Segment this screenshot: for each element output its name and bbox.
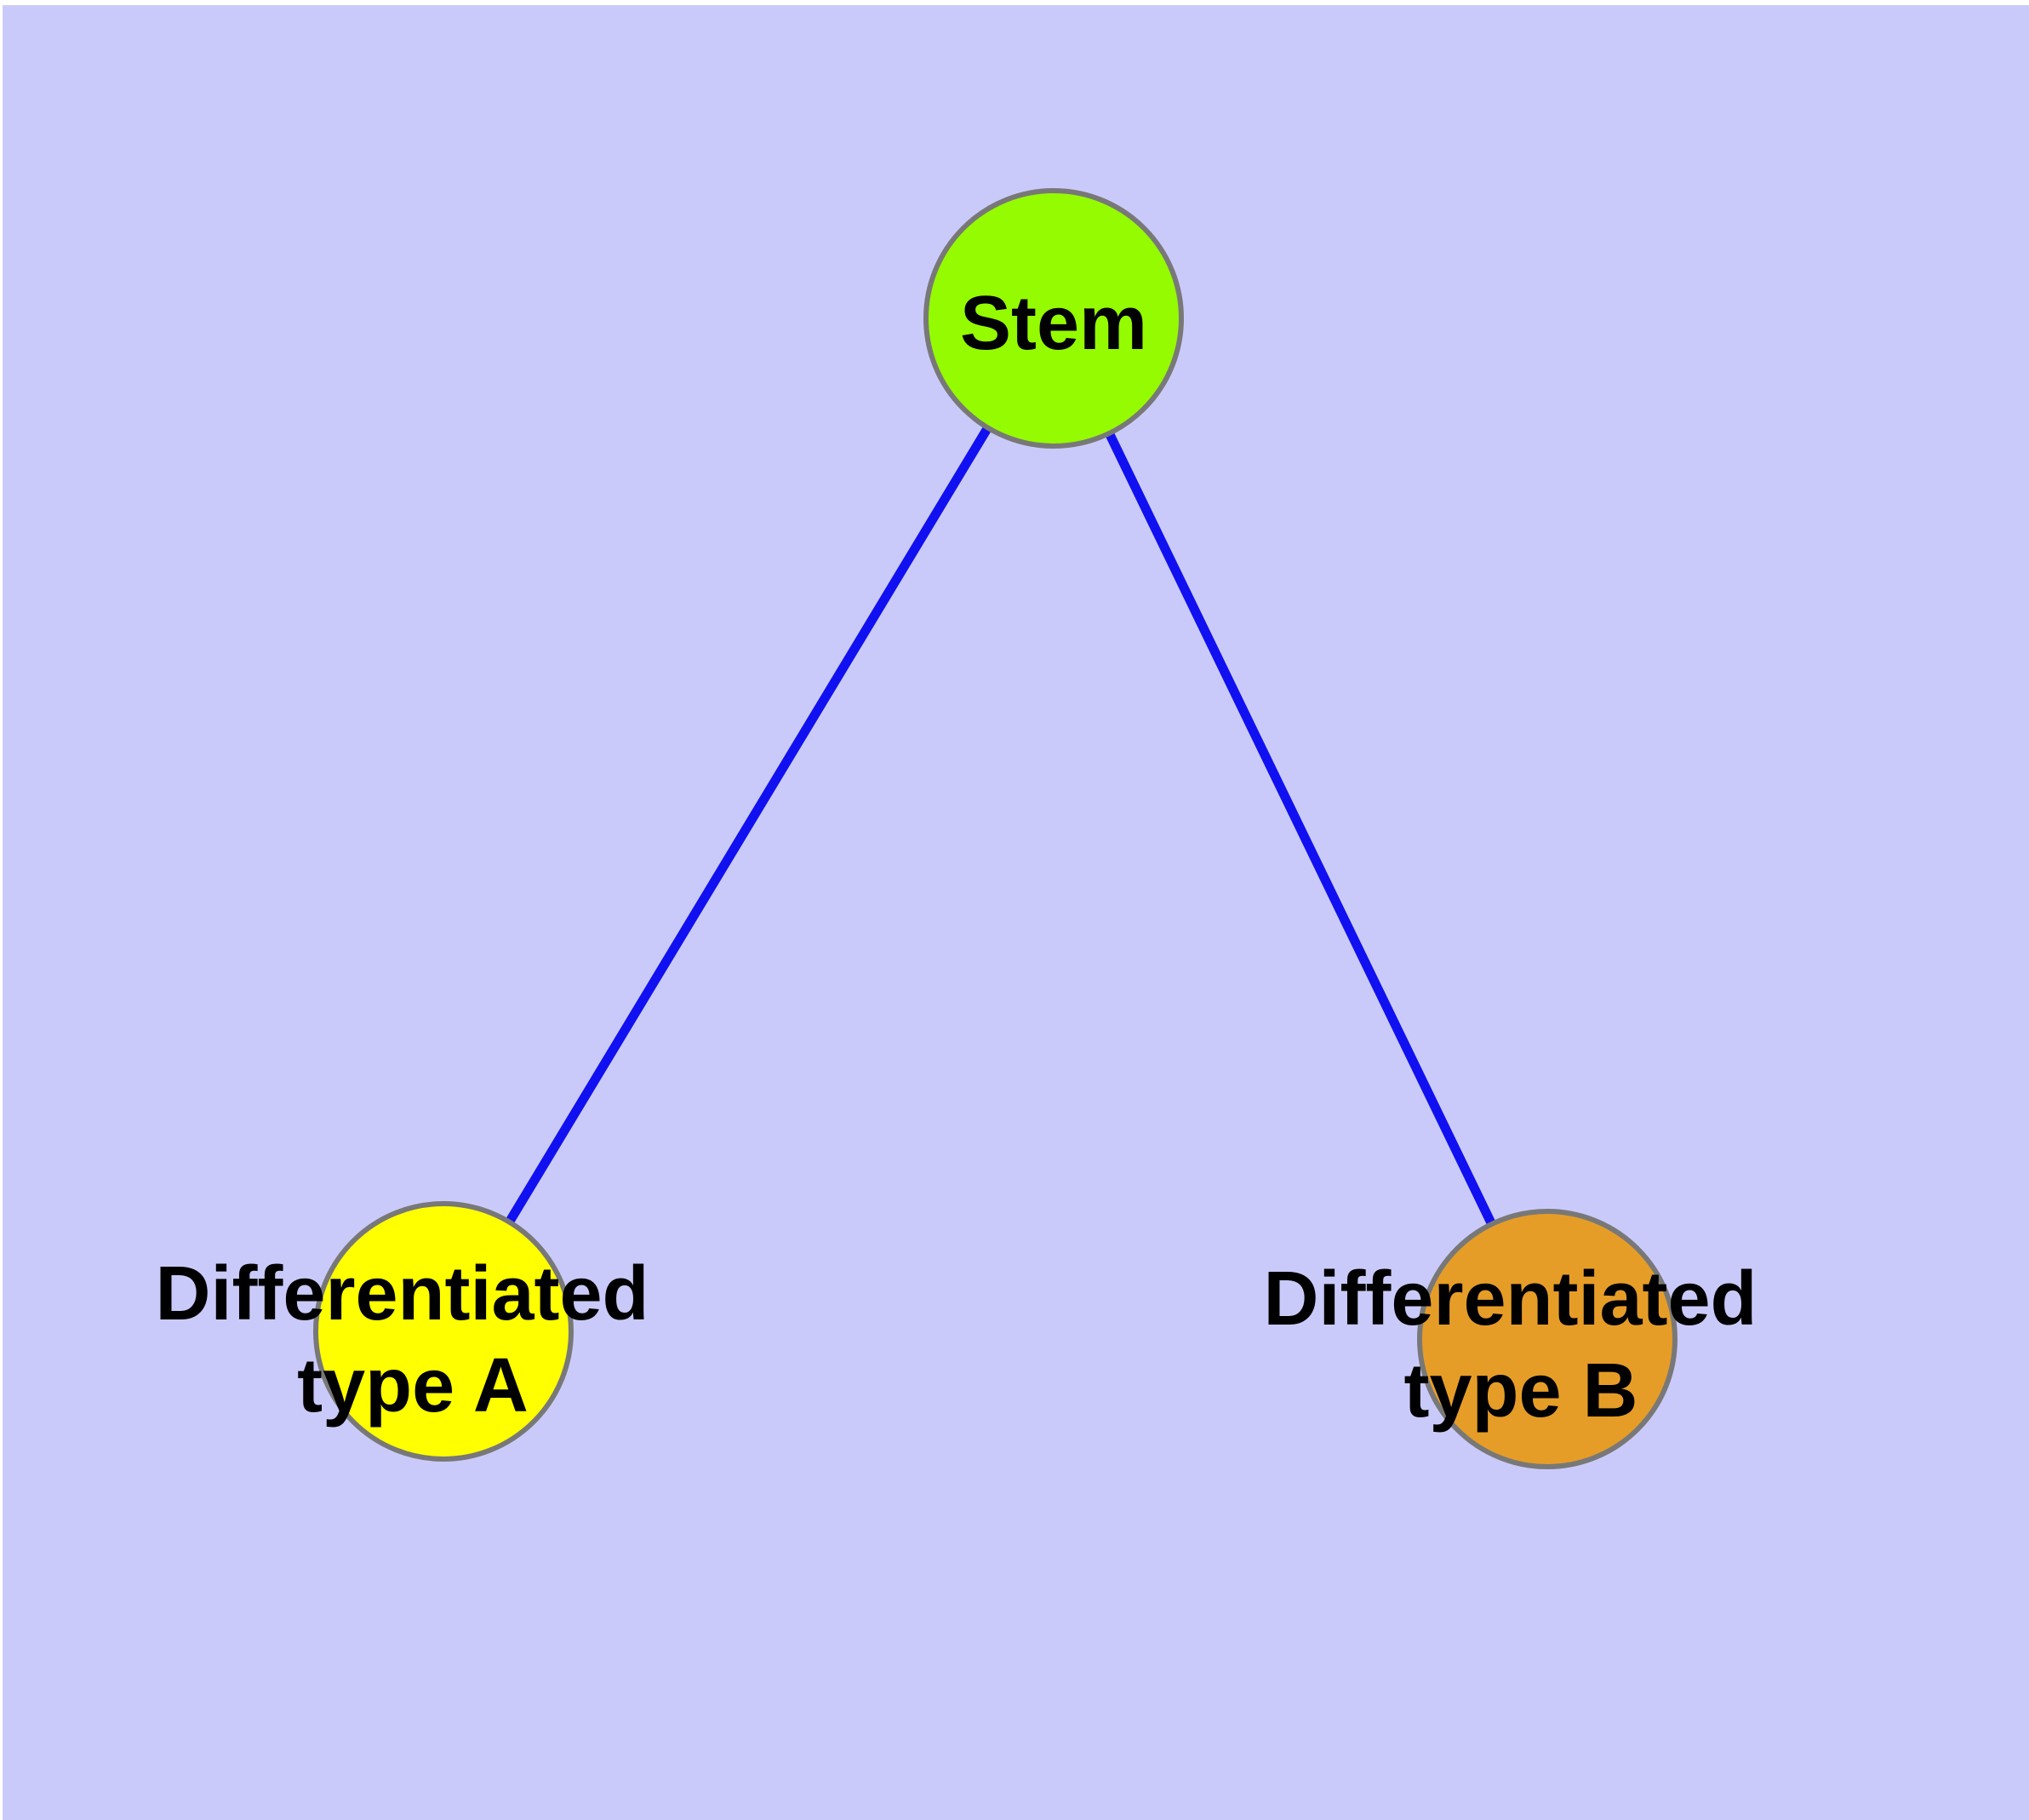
- node-differentiated-type-a: Differentiated type A: [155, 1201, 670, 1462]
- stem-node-label: Stem: [960, 281, 1147, 366]
- node-differentiated-type-b: Differentiated type B: [1263, 1209, 1778, 1469]
- edges: [439, 316, 1552, 1342]
- type-a-node-label: Differentiated type A: [155, 1251, 670, 1428]
- node-stem: Stem: [923, 188, 1184, 449]
- edge-stem-to-type-a: [439, 316, 1058, 1334]
- stem-node-circle: [923, 188, 1184, 449]
- type-b-label-line2: type B: [1403, 1348, 1637, 1434]
- type-a-label-line1: Differentiated: [155, 1251, 649, 1336]
- type-b-node-label: Differentiated type B: [1263, 1256, 1778, 1434]
- type-b-label-line1: Differentiated: [1263, 1256, 1757, 1342]
- type-b-node-circle: [1417, 1209, 1677, 1469]
- edge-stem-to-type-b: [1049, 316, 1552, 1342]
- type-a-node-circle: [313, 1201, 574, 1462]
- type-a-label-line2: type A: [297, 1343, 529, 1428]
